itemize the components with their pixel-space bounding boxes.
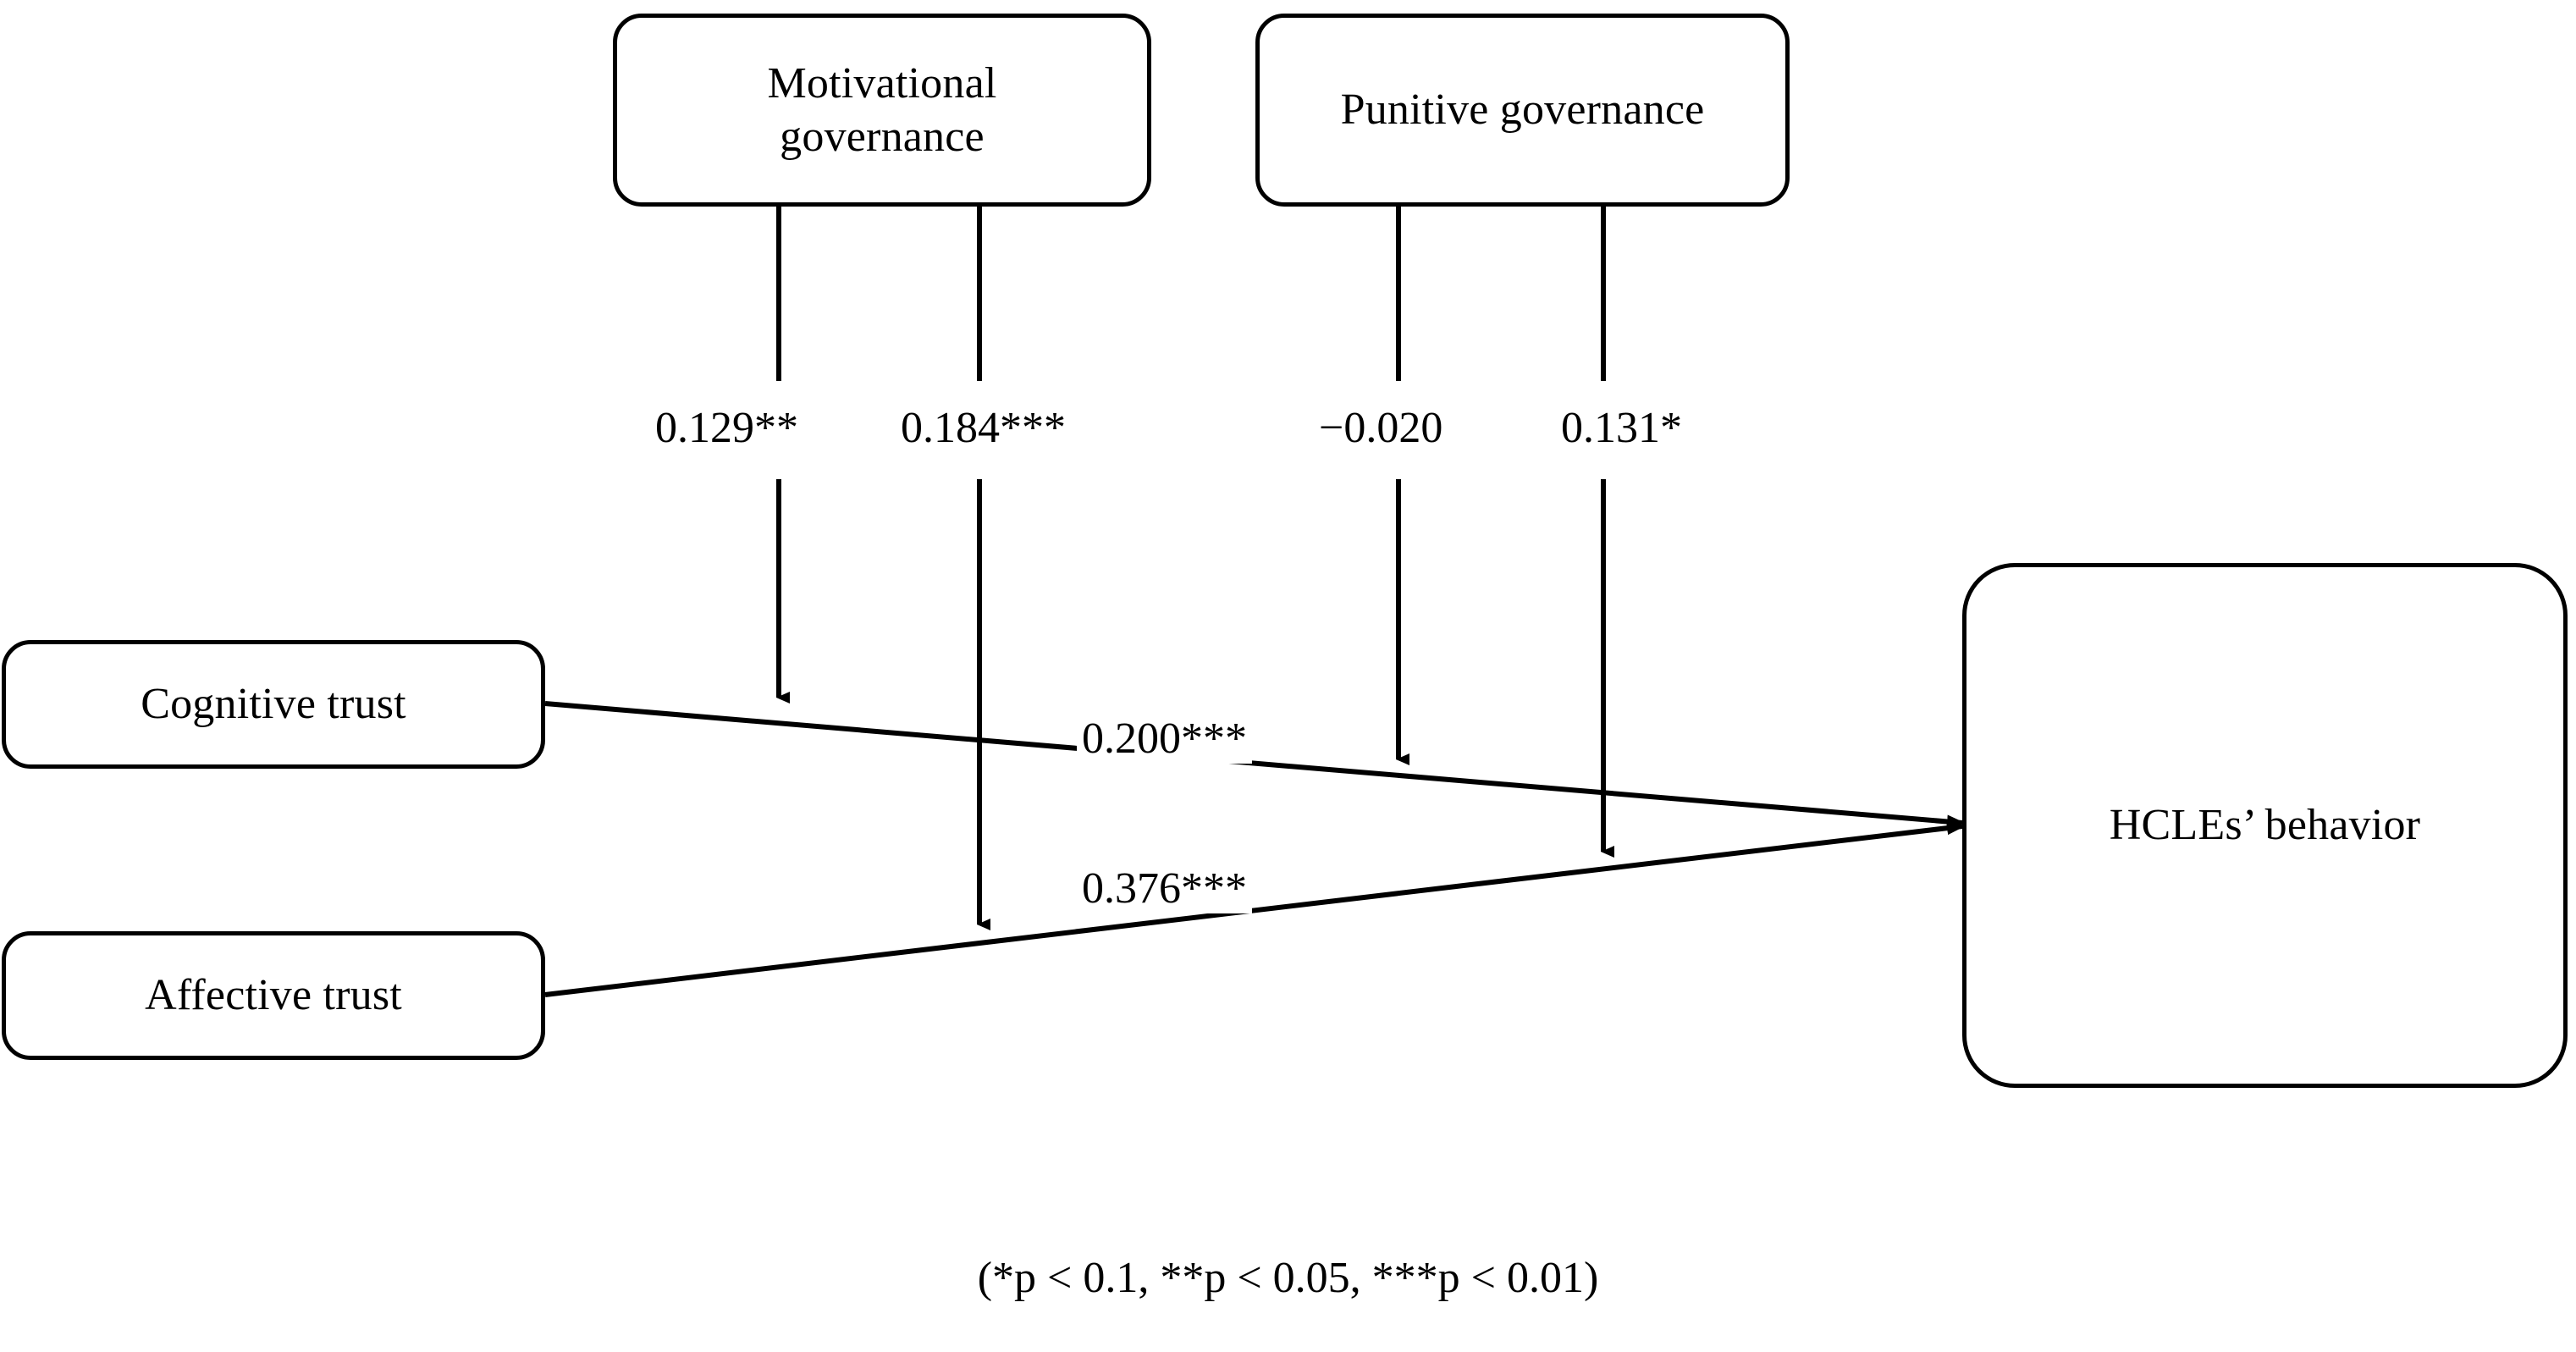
node-label-hcles-behavior: HCLEs’ behavior: [2109, 801, 2421, 850]
edge-coefficient-motivational-to-affective-path: 0.184***: [896, 403, 1071, 453]
edge-cognitive-to-hcles: [544, 701, 1966, 829]
edge-coefficient-punitive-to-affective-path: 0.131*: [1556, 403, 1687, 453]
edge-coefficient-punitive-to-cognitive-path: −0.020: [1314, 403, 1448, 453]
node-label-affective-trust: Affective trust: [145, 971, 402, 1020]
node-punitive-governance[interactable]: Punitive governance: [1255, 14, 1790, 207]
node-label-punitive-governance: Punitive governance: [1340, 86, 1705, 135]
significance-footnote: (*p < 0.1, **p < 0.05, ***p < 0.01): [977, 1254, 1599, 1302]
node-label-cognitive-trust: Cognitive trust: [141, 680, 406, 729]
node-hcles-behavior[interactable]: HCLEs’ behavior: [1962, 563, 2568, 1088]
edge-coefficient-affective-to-hcles: 0.376***: [1077, 864, 1252, 913]
node-motivational-governance[interactable]: Motivational governance: [613, 14, 1151, 207]
edge-affective-to-hcles: [544, 821, 1966, 997]
edge-coefficient-cognitive-to-hcles: 0.200***: [1077, 714, 1252, 764]
edge-coefficient-motivational-to-cognitive-path: 0.129**: [650, 403, 803, 453]
node-cognitive-trust[interactable]: Cognitive trust: [2, 640, 545, 769]
node-affective-trust[interactable]: Affective trust: [2, 931, 545, 1060]
node-label-motivational-governance: Motivational governance: [767, 58, 997, 161]
